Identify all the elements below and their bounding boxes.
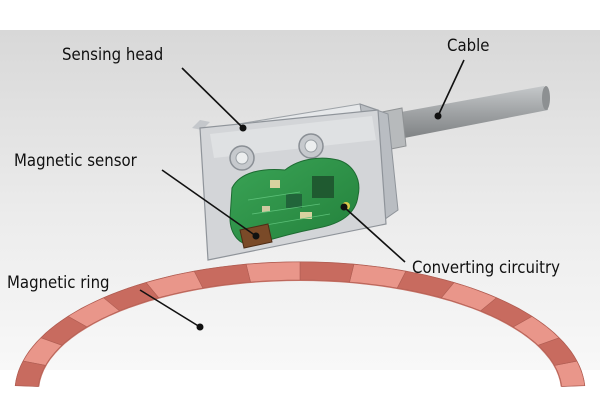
label-magnetic-sensor: Magnetic sensor [14,151,137,171]
magnetic-ring [14,261,586,387]
leader-sensing-head [181,67,244,129]
label-sensing-head: Sensing head [62,45,164,65]
leader-converting-circuitry [343,206,406,263]
label-converting-circuitry: Converting circuitry [412,258,560,278]
circuit-board [229,157,360,246]
leader-lines [139,59,465,331]
leader-magnetic-ring [139,289,201,328]
leader-dot-cable [434,112,442,120]
leader-dot-sensing-head [239,124,247,132]
ring-pole-segment [245,261,301,283]
label-magnetic-ring: Magnetic ring [7,273,110,293]
leader-magnetic-sensor [161,169,257,237]
ring-pole-segment [15,360,46,387]
label-cable: Cable [447,36,490,56]
leader-dot-magnetic-ring [196,323,204,331]
ring-pole-segment [299,261,355,283]
leader-dot-converting-circuitry [340,203,348,211]
leader-cable [437,59,465,117]
leader-dot-magnetic-sensor [252,232,260,240]
